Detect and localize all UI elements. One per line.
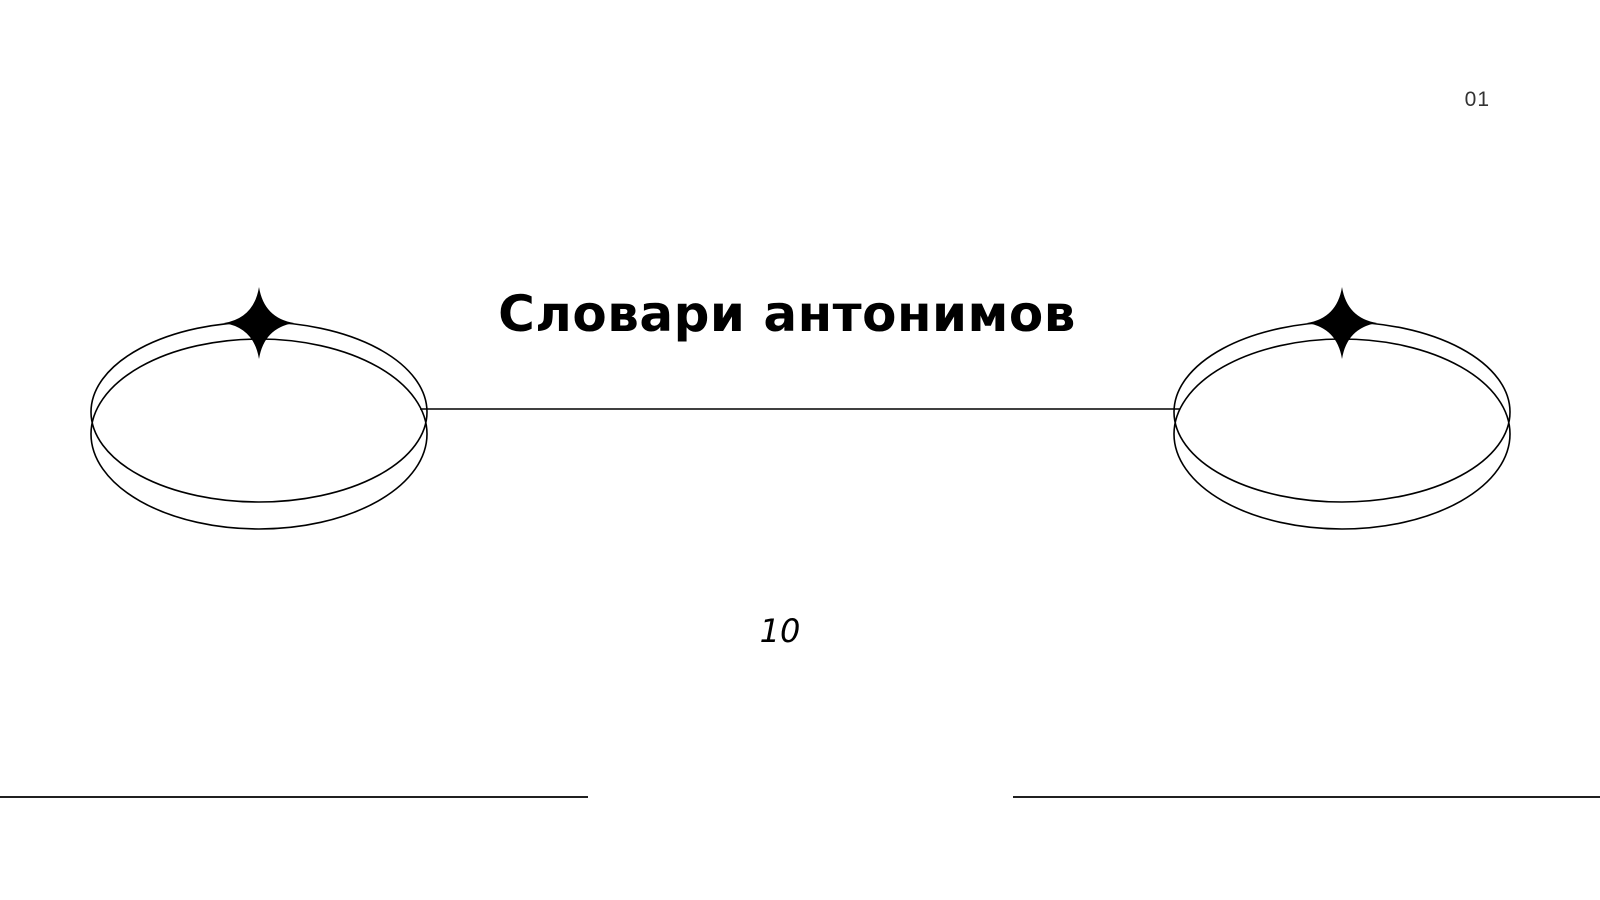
page-number: 01: [1464, 88, 1490, 111]
right-star-icon: [1307, 287, 1377, 359]
slide-title: Словари антонимов: [498, 285, 1076, 343]
left-star-icon: [224, 287, 294, 359]
slide-subtitle: 10: [759, 612, 801, 650]
